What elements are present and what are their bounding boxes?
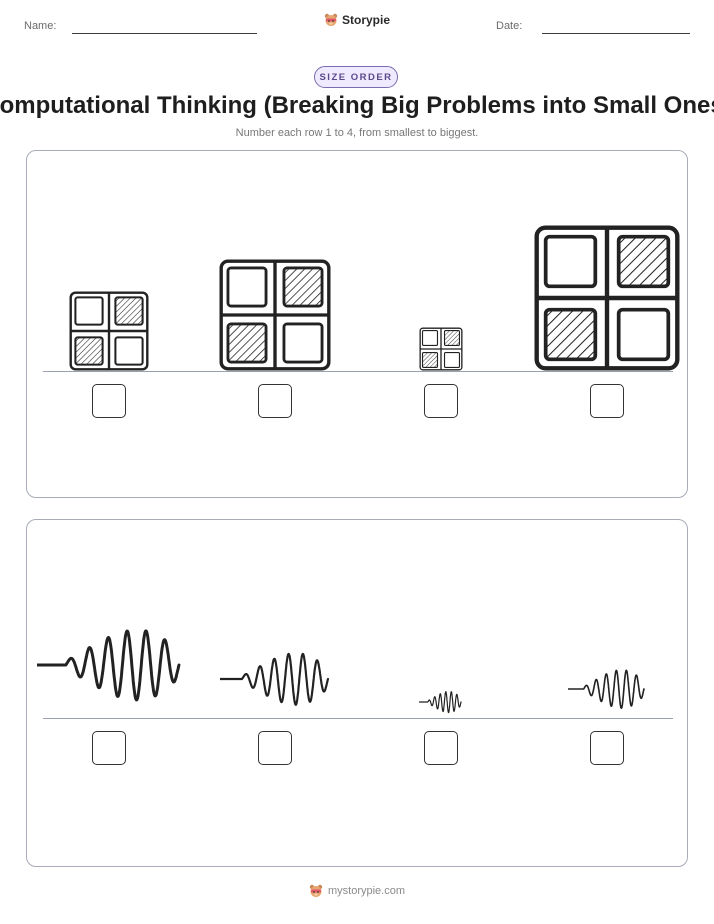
answer-box[interactable] bbox=[258, 384, 292, 418]
four-square-grid-item bbox=[419, 327, 463, 371]
sound-wave-icon bbox=[218, 652, 330, 706]
row-panel-grids bbox=[26, 150, 688, 498]
footer-site: mystorypie.com bbox=[327, 885, 406, 897]
row-panel-waves bbox=[26, 519, 688, 867]
sound-wave-icon bbox=[418, 691, 462, 714]
name-line[interactable] bbox=[72, 33, 257, 34]
four-square-grid-icon bbox=[419, 327, 463, 371]
four-square-grid-icon bbox=[534, 225, 680, 371]
sound-wave-item bbox=[218, 640, 330, 718]
answer-box[interactable] bbox=[424, 384, 458, 418]
sound-wave-item bbox=[418, 686, 463, 718]
date-label: Date: bbox=[496, 20, 523, 32]
size-order-badge: SIZE ORDER bbox=[314, 66, 398, 88]
four-square-grid-item bbox=[219, 259, 331, 371]
sound-wave-item bbox=[567, 660, 646, 718]
storypie-bear-icon bbox=[309, 884, 323, 897]
four-square-grid-icon bbox=[69, 291, 149, 371]
answer-box[interactable] bbox=[590, 731, 624, 765]
page-title: Computational Thinking (Breaking Big Pro… bbox=[0, 92, 714, 126]
answer-box[interactable] bbox=[92, 384, 126, 418]
brand-name: Storypie bbox=[341, 13, 390, 27]
footer: mystorypie.com bbox=[0, 884, 714, 901]
sound-wave-item bbox=[35, 612, 181, 718]
instruction-text: Number each row 1 to 4, from smallest to… bbox=[235, 127, 479, 139]
brand: Storypie bbox=[0, 13, 714, 32]
answer-box[interactable] bbox=[92, 731, 126, 765]
four-square-grid-item bbox=[534, 225, 680, 371]
page-title-text: Computational Thinking (Breaking Big Pro… bbox=[0, 92, 714, 119]
answer-box[interactable] bbox=[590, 384, 624, 418]
baseline bbox=[43, 371, 673, 372]
answer-box[interactable] bbox=[258, 731, 292, 765]
answer-box[interactable] bbox=[424, 731, 458, 765]
sound-wave-icon bbox=[567, 669, 645, 710]
sound-wave-icon bbox=[35, 629, 181, 702]
storypie-bear-icon bbox=[324, 13, 338, 26]
name-label: Name: bbox=[24, 20, 57, 32]
four-square-grid-item bbox=[69, 291, 149, 371]
date-line[interactable] bbox=[542, 33, 690, 34]
baseline bbox=[43, 718, 673, 719]
four-square-grid-icon bbox=[219, 259, 331, 371]
